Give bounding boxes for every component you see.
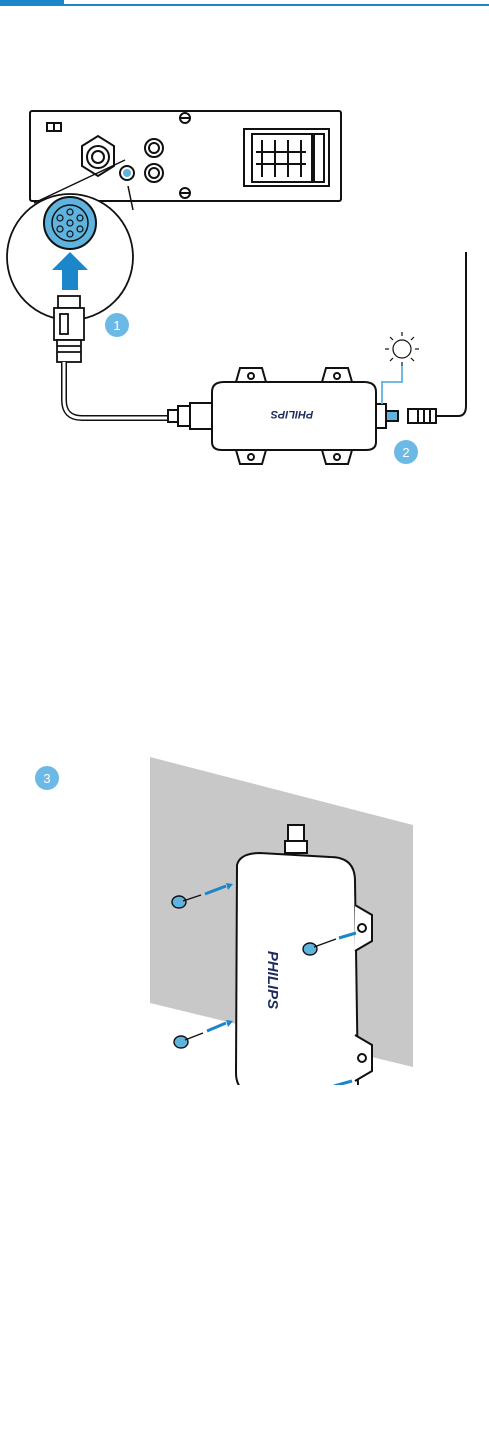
svg-text:3: 3: [43, 771, 50, 786]
header-accent: [0, 0, 64, 6]
step-badge-1: 1: [105, 313, 129, 337]
figure-mounting-diagram: 3 PHILIPS: [0, 745, 489, 1085]
svg-text:1: 1: [113, 318, 120, 333]
figure-connection-diagram: PHILIPS 1 2: [0, 100, 489, 590]
header-line: [64, 4, 489, 6]
svg-text:2: 2: [402, 445, 409, 460]
brand-label: PHILIPS: [264, 951, 281, 1009]
step-badge-2: 2: [394, 440, 418, 464]
car-radio-unit: [30, 111, 341, 201]
brand-label: PHILIPS: [270, 408, 313, 420]
antenna-cable: [386, 252, 466, 423]
light-icon: [382, 332, 419, 404]
step-badge-3: 3: [35, 766, 59, 790]
header-rule: [0, 0, 489, 6]
